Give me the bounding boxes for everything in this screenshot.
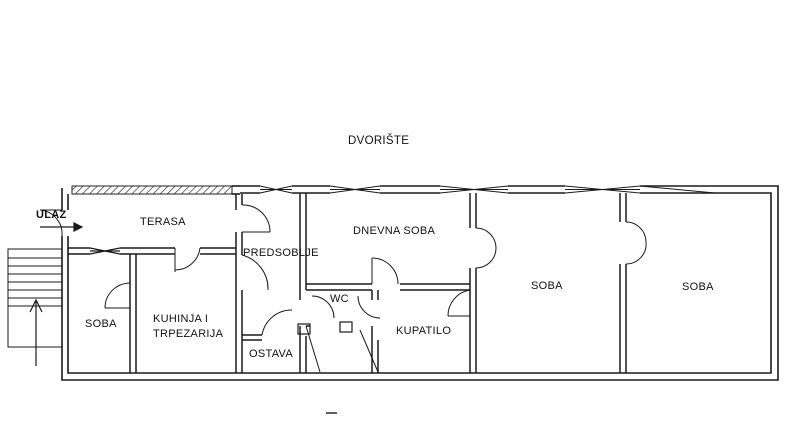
yard-label: DVORIŠTE bbox=[348, 135, 410, 147]
small-window-marks bbox=[89, 247, 353, 335]
room-label-terasa: TERASA bbox=[140, 216, 186, 228]
room-label-predsoblje: PREDSOBLJE bbox=[243, 247, 319, 259]
room-label-kuhinja-line2: TRPEZARIJA bbox=[153, 328, 224, 340]
room-label-kupatilo: KUPATILO bbox=[396, 325, 452, 337]
entrance-label: ULAZ bbox=[36, 209, 67, 221]
room-label-dnevna-soba: DNEVNA SOBA bbox=[353, 225, 436, 237]
room-label-soba-middle: SOBA bbox=[531, 280, 563, 292]
terrace-hatched-wall bbox=[71, 185, 233, 195]
room-label-soba-small: SOBA bbox=[85, 318, 117, 330]
stairs bbox=[7, 248, 63, 348]
stairs-arrow-icon bbox=[29, 298, 43, 366]
entrance-arrow-icon bbox=[40, 222, 84, 232]
room-label-kuhinja-line1: KUHINJA I bbox=[153, 313, 209, 325]
room-label-wc: WC bbox=[330, 293, 349, 305]
room-label-ostava: OSTAVA bbox=[249, 348, 293, 360]
room-label-soba-right: SOBA bbox=[682, 281, 714, 293]
windows bbox=[259, 185, 716, 194]
